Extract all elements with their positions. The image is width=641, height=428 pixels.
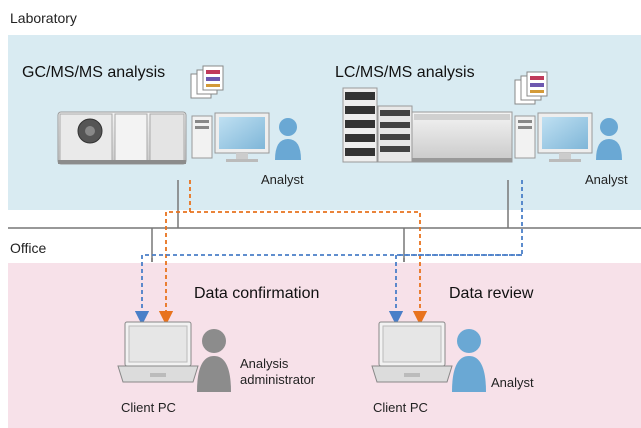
analyst-right-label: Analyst: [585, 172, 628, 187]
analyst-left-label: Analyst: [261, 172, 304, 187]
lab-pc-right-icon: [514, 112, 593, 162]
administrator-icon: [197, 329, 231, 392]
data-confirmation-heading: Data confirmation: [194, 285, 320, 302]
gc-ms-instrument-icon: [57, 111, 187, 165]
network-lines: [8, 180, 641, 262]
orange-dataflow: [158, 180, 428, 326]
office-analyst-icon: [452, 329, 486, 392]
administrator-label-line2: administrator: [240, 372, 316, 387]
analyst-left-icon: [275, 118, 301, 160]
gc-ms-title: GC/MS/MS analysis: [22, 64, 166, 81]
lc-ms-title: LC/MS/MS analysis: [335, 64, 475, 81]
lc-ms-instrument-icon: [342, 87, 513, 163]
report-stack-icon-left: [190, 65, 224, 99]
client-pc-left-icon: [117, 321, 199, 383]
client-pc-left-label: Client PC: [121, 400, 176, 415]
blue-dataflow: [134, 180, 523, 326]
office-analyst-label: Analyst: [491, 375, 534, 390]
client-pc-right-label: Client PC: [373, 400, 428, 415]
data-review-heading: Data review: [449, 285, 534, 302]
office-label: Office: [10, 240, 47, 256]
analyst-right-icon: [596, 118, 622, 160]
administrator-label: Analysis administrator: [240, 356, 315, 388]
report-stack-icon-right: [514, 71, 548, 105]
lab-pc-left-icon: [191, 112, 270, 162]
laboratory-label: Laboratory: [10, 10, 77, 26]
client-pc-right-icon: [371, 321, 453, 383]
administrator-label-line1: Analysis: [240, 356, 289, 371]
office-zone: [8, 263, 641, 428]
